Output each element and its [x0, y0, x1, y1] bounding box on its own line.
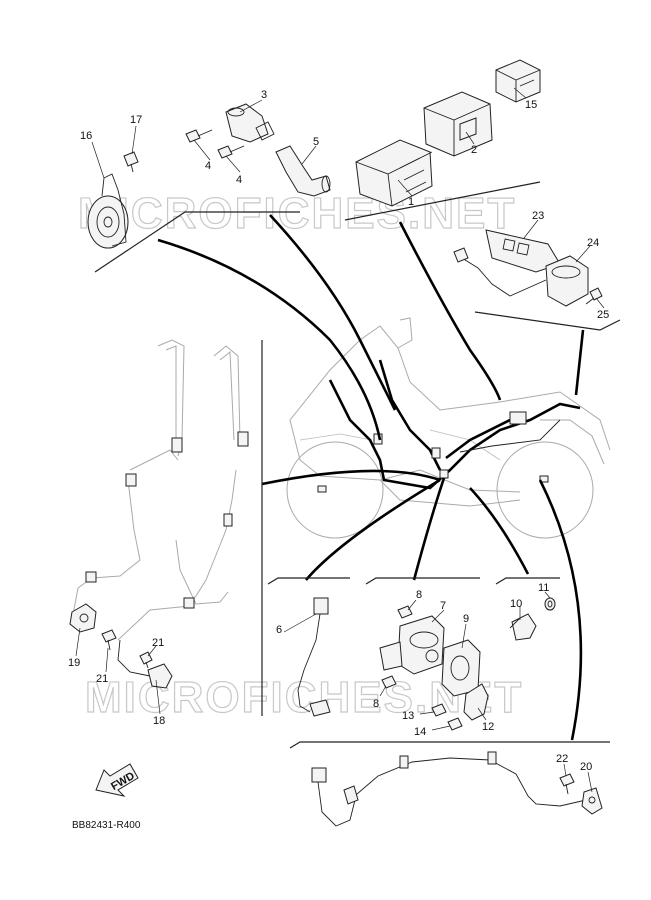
- sensor-10[interactable]: [509, 613, 537, 641]
- callout-15: 15: [525, 99, 537, 111]
- screw-8b[interactable]: [381, 675, 397, 689]
- callout-17: 17: [130, 114, 142, 126]
- horn-bolt[interactable]: [123, 151, 139, 173]
- callout-14: 14: [414, 726, 426, 738]
- callout-12: 12: [482, 721, 494, 733]
- screw-25[interactable]: [585, 287, 603, 305]
- callout-4b: 4: [236, 174, 242, 186]
- frame-relay-group: [344, 181, 541, 221]
- callout-13: 13: [402, 710, 414, 722]
- frame-horn-group: [94, 211, 300, 273]
- rear-wheel-sensor-18[interactable]: [117, 639, 173, 689]
- callout-21a: 21: [96, 673, 108, 685]
- callout-5: 5: [313, 136, 319, 148]
- callout-8b: 8: [373, 698, 379, 710]
- callout-6: 6: [276, 624, 282, 636]
- bolt-13[interactable]: [431, 703, 447, 717]
- solenoid-valve-7[interactable]: [379, 615, 445, 675]
- callout-7: 7: [440, 600, 446, 612]
- abs-sensor-lead-20[interactable]: [311, 751, 603, 827]
- callout-11: 11: [538, 582, 549, 594]
- callout-3: 3: [261, 89, 267, 101]
- svg-text:FWD: FWD: [109, 770, 137, 793]
- gasket-9[interactable]: [441, 639, 481, 697]
- front-wheel-sensor-19[interactable]: [69, 603, 97, 633]
- forward-direction-arrow: FWD: [95, 763, 139, 797]
- callout-25: 25: [597, 309, 609, 321]
- bolt-21b[interactable]: [139, 651, 153, 669]
- lamp-assembly-24[interactable]: [453, 247, 589, 307]
- diagram-code: BB82431-R400: [72, 820, 141, 831]
- frame-group-7: [365, 577, 480, 585]
- fuse-box-2[interactable]: [423, 91, 493, 157]
- motorcycle-silhouette: [286, 317, 611, 539]
- frame-group-10: [495, 577, 560, 585]
- callout-22: 22: [556, 753, 568, 765]
- callout-2: 2: [471, 144, 477, 156]
- rubber-cap-part[interactable]: [275, 145, 331, 197]
- starter-relay-part[interactable]: [225, 103, 275, 143]
- horn-part[interactable]: [87, 173, 129, 249]
- callout-4a: 4: [205, 160, 211, 172]
- callout-8a: 8: [416, 589, 422, 601]
- callout-1: 1: [408, 196, 414, 208]
- bracket-12[interactable]: [463, 683, 489, 721]
- screw-4b[interactable]: [217, 145, 245, 159]
- callout-23: 23: [532, 210, 544, 222]
- washer-11[interactable]: [544, 597, 556, 611]
- callout-9: 9: [463, 613, 469, 625]
- bolt-22[interactable]: [559, 773, 575, 795]
- bolt-21a[interactable]: [101, 629, 117, 651]
- callout-24: 24: [587, 237, 599, 249]
- frame-group-6: [267, 577, 350, 585]
- fuse-box-cover-15[interactable]: [495, 59, 541, 103]
- callout-18: 18: [153, 715, 165, 727]
- frame-lamp-group: [474, 311, 621, 331]
- group-leader-lines: [157, 214, 585, 741]
- callout-10: 10: [510, 598, 522, 610]
- fuse-box-1[interactable]: [355, 139, 433, 207]
- abs-brake-hoses[interactable]: [71, 339, 249, 641]
- callout-19: 19: [68, 657, 80, 669]
- sensor-lead-6[interactable]: [297, 597, 331, 717]
- screw-4a[interactable]: [185, 129, 213, 143]
- callout-numbers: 16 17 3 4 4 5 1 2 15 23 24 25 6 7 8 8 9 …: [68, 89, 609, 773]
- callout-20: 20: [580, 761, 592, 773]
- watermark-top: MICROFICHES.NET: [78, 189, 516, 238]
- clip-14[interactable]: [447, 717, 463, 731]
- frame-group-20: [289, 741, 610, 749]
- callout-16: 16: [80, 130, 92, 142]
- callout-leaders: [75, 87, 605, 793]
- callout-21b: 21: [152, 637, 164, 649]
